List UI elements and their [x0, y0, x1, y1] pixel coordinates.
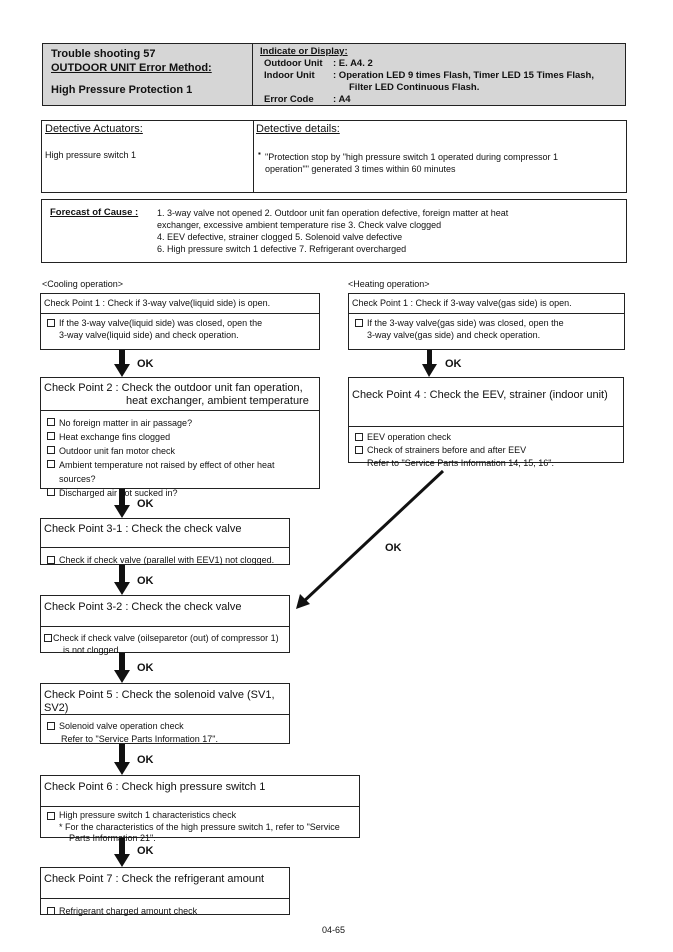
header-title-line1: Trouble shooting 57 — [51, 48, 156, 60]
header-title-line3: High Pressure Protection 1 — [51, 84, 193, 96]
check-point-2-title-line2: heat exchanger, ambient temperature — [126, 395, 309, 407]
check-point-2-title: Check Point 2 : Check the outdoor unit f… — [41, 378, 319, 411]
forecast-line4: 6. High pressure switch 1 defective 7. R… — [157, 244, 407, 254]
ok-label: OK — [137, 662, 154, 674]
outdoor-unit-value: : E. A4. 2 — [333, 58, 373, 69]
detective-divider — [253, 121, 254, 192]
checkbox-icon — [47, 418, 55, 426]
check-point-7: Check Point 7 : Check the refrigerant am… — [40, 867, 290, 916]
details-bullet: ▪ — [258, 149, 261, 158]
check-point-4-title: Check Point 4 : Check the EEV, strainer … — [349, 378, 623, 427]
forecast-line2: exchanger, excessive ambient temperature… — [157, 220, 442, 230]
ok-label: OK — [385, 542, 402, 554]
down-arrow-icon — [114, 565, 130, 595]
check-point-7-title: Check Point 7 : Check the refrigerant am… — [41, 868, 289, 899]
forecast-line3: 4. EEV defective, strainer clogged 5. So… — [157, 232, 403, 242]
detective-actuators-label: Detective Actuators: — [45, 123, 143, 135]
cp1-cool-item-b: 3-way valve(liquid side) and check opera… — [59, 330, 239, 340]
cp5-item-1b: Refer to "Service Parts Information 17". — [61, 734, 218, 744]
check-point-3-1-title: Check Point 3-1 : Check the check valve — [41, 519, 289, 548]
checkbox-icon — [47, 460, 55, 468]
checkbox-icon — [47, 488, 55, 496]
checkbox-icon — [355, 446, 363, 454]
cp31-item-1: Check if check valve (parallel with EEV1… — [59, 555, 275, 565]
check-point-1-heating-title: Check Point 1 : Check if 3-way valve(gas… — [349, 294, 624, 314]
header-box: Trouble shooting 57 OUTDOOR UNIT Error M… — [42, 43, 626, 106]
down-arrow-icon — [422, 350, 437, 377]
check-point-3-2-title: Check Point 3-2 : Check the check valve — [41, 596, 289, 627]
cp6-item-1: High pressure switch 1 characteristics c… — [59, 810, 237, 820]
cp6-item-1c: Parts Information 21". — [69, 833, 156, 843]
check-point-2-title-line1: Check Point 2 : Check the outdoor unit f… — [44, 382, 303, 394]
ok-label: OK — [137, 575, 154, 587]
cp4-item-1: EEV operation check — [367, 432, 452, 442]
indoor-unit-value-2: Filter LED Continuous Flash. — [349, 82, 480, 93]
heating-operation-label: <Heating operation> — [348, 279, 430, 289]
cp1-heat-item-b: 3-way valve(gas side) and check operatio… — [367, 330, 541, 340]
checkbox-icon — [355, 319, 363, 327]
ok-label: OK — [137, 845, 154, 857]
cp7-item-1: Refrigerant charged amount check — [59, 906, 198, 916]
header-indicate-panel: Indicate or Display: Outdoor Unit : E. A… — [253, 44, 625, 105]
down-arrow-icon — [114, 350, 130, 377]
checkbox-icon — [355, 433, 363, 441]
ok-label: OK — [445, 358, 462, 370]
cp2-item: Outdoor unit fan motor check — [59, 446, 176, 456]
cp4-item-2: Check of strainers before and after EEV — [367, 445, 527, 455]
detective-box: Detective Actuators: High pressure switc… — [41, 120, 627, 193]
checkbox-icon — [47, 446, 55, 454]
check-point-6: Check Point 6 : Check high pressure swit… — [40, 775, 360, 843]
cp32-item-a: Check if check valve (oilseparetor (out)… — [53, 633, 279, 643]
cp1-heat-item-a: If the 3-way valve(gas side) was closed,… — [367, 318, 564, 328]
checkbox-icon — [47, 907, 55, 915]
checkbox-icon — [47, 722, 55, 730]
details-line2: operation"" generated 3 times within 60 … — [265, 164, 456, 174]
check-point-5-title: Check Point 5 : Check the solenoid valve… — [41, 684, 289, 715]
indoor-unit-label: Indoor Unit — [264, 70, 315, 81]
checkbox-icon — [47, 812, 55, 820]
outdoor-unit-label: Outdoor Unit — [264, 58, 323, 69]
checkbox-icon — [47, 432, 55, 440]
cp6-item-1b: * For the characteristics of the high pr… — [59, 821, 340, 832]
cp2-item: No foreign matter in air passage? — [59, 418, 193, 428]
header-title-panel: Trouble shooting 57 OUTDOOR UNIT Error M… — [43, 44, 253, 105]
forecast-line1: 1. 3-way valve not opened 2. Outdoor uni… — [157, 208, 509, 218]
check-point-5: Check Point 5 : Check the solenoid valve… — [40, 683, 290, 744]
cp2-item: Discharged air not sucked in? — [59, 488, 178, 498]
check-point-1-cooling-title: Check Point 1 : Check if 3-way valve(liq… — [41, 294, 319, 314]
cp5-item-1: Solenoid valve operation check — [59, 721, 184, 731]
detective-actuators-value: High pressure switch 1 — [45, 150, 137, 160]
page-number: 04-65 — [322, 925, 346, 935]
ok-label: OK — [137, 358, 154, 370]
forecast-box: Forecast of Cause : 1. 3-way valve not o… — [41, 199, 627, 263]
checkbox-icon — [47, 319, 55, 327]
cp32-item-b: is not clogged. — [63, 645, 122, 655]
check-point-1-cooling: Check Point 1 : Check if 3-way valve(liq… — [40, 293, 320, 350]
error-code-label: Error Code — [264, 94, 314, 105]
check-point-2: Check Point 2 : Check the outdoor unit f… — [40, 377, 320, 498]
detective-details-label: Detective details: — [256, 123, 340, 135]
check-point-1-heating: Check Point 1 : Check if 3-way valve(gas… — [348, 293, 625, 350]
details-line1: "Protection stop by "high pressure switc… — [265, 152, 559, 162]
check-point-6-title: Check Point 6 : Check high pressure swit… — [41, 776, 359, 807]
header-title-line2: OUTDOOR UNIT Error Method: — [51, 62, 212, 74]
cp2-item: Ambient temperature not raised by effect… — [59, 460, 275, 484]
ok-label: OK — [137, 754, 154, 766]
indicate-label: Indicate or Display: — [260, 46, 348, 57]
check-point-3-1: Check Point 3-1 : Check the check valve … — [40, 518, 290, 565]
check-point-4: Check Point 4 : Check the EEV, strainer … — [348, 377, 624, 468]
cp1-cool-item-a: If the 3-way valve(liquid side) was clos… — [59, 318, 263, 328]
indoor-unit-value-1: : Operation LED 9 times Flash, Timer LED… — [333, 70, 594, 81]
error-code-value: : A4 — [333, 94, 351, 105]
ok-label: OK — [137, 498, 154, 510]
forecast-label: Forecast of Cause : — [50, 207, 139, 218]
checkbox-icon — [47, 556, 55, 564]
check-point-3-2: Check Point 3-2 : Check the check valve … — [40, 595, 290, 655]
cooling-operation-label: <Cooling operation> — [42, 279, 124, 289]
checkbox-icon — [44, 634, 52, 642]
cp2-item: Heat exchange fins clogged — [59, 432, 171, 442]
cp4-item-2b: Refer to "Service Parts Information 14, … — [367, 458, 554, 468]
